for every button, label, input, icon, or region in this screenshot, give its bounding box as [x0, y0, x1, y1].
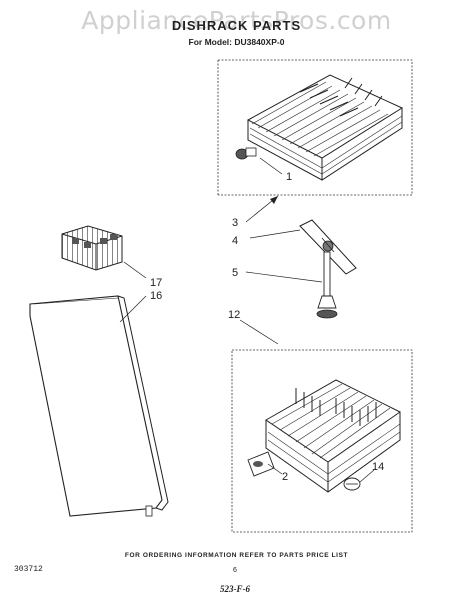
ordering-note: FOR ORDERING INFORMATION REFER TO PARTS …: [124, 552, 349, 559]
callout-4: 4: [232, 235, 238, 247]
spray-tube: [245, 251, 338, 319]
callout-17: 17: [150, 277, 162, 289]
rack-stop-clip: [235, 147, 283, 175]
door-panel: [29, 295, 169, 517]
callout-3: 3: [232, 217, 238, 229]
upper-rack-box: [217, 59, 413, 196]
callout-5: 5: [232, 267, 238, 279]
rack-wheel: [343, 469, 375, 491]
callout-2: 2: [282, 471, 288, 483]
leader-12: [239, 319, 279, 345]
callout-1: 1: [286, 171, 292, 183]
spray-arm: [249, 219, 357, 275]
lower-rack-roller: [247, 451, 283, 477]
handwritten-reference: 523-F-6: [220, 584, 250, 594]
document-code: 303712: [14, 565, 43, 574]
page-number: 6: [233, 567, 237, 574]
lower-rack-box: [231, 349, 413, 533]
lower-dishrack: [265, 379, 401, 493]
callout-12: 12: [228, 309, 240, 321]
callout-14: 14: [372, 461, 384, 473]
page-title: DISHRACK PARTS: [171, 18, 302, 33]
silverware-basket: [61, 225, 147, 279]
callout-16: 16: [150, 290, 162, 302]
upper-dishrack: [246, 74, 404, 181]
model-line: For Model: DU3840XP-0: [188, 37, 285, 47]
